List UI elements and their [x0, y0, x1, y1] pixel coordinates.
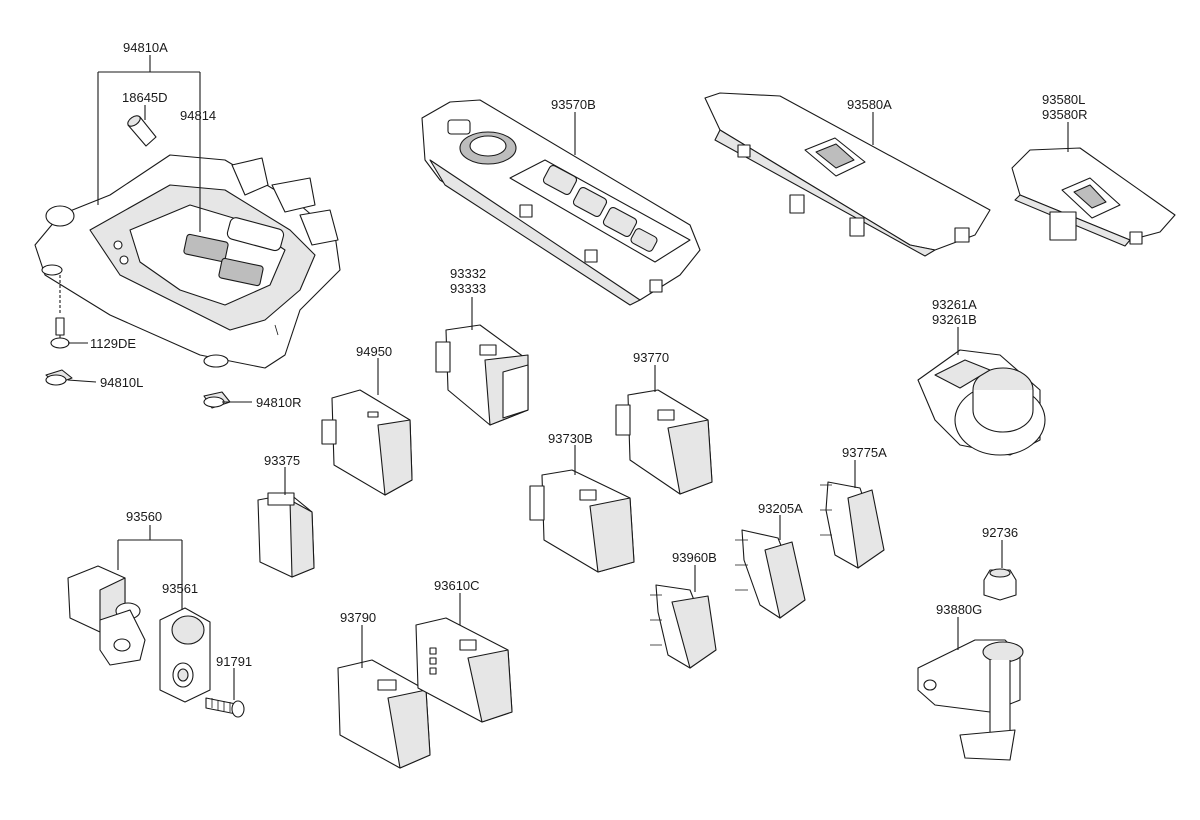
label-93332: 93332	[450, 266, 486, 281]
clip-94810L[interactable]	[45, 369, 73, 386]
label-1129DE: 1129DE	[90, 336, 136, 351]
label-94810A: 94810A	[123, 40, 168, 55]
switch-93790[interactable]	[337, 659, 431, 769]
label-94810R: 94810R	[256, 395, 302, 410]
label-93880G: 93880G	[936, 602, 982, 617]
label-93333: 93333	[450, 281, 486, 296]
label-92736: 92736	[982, 525, 1018, 540]
label-93261B: 93261B	[932, 312, 977, 327]
label-93730B: 93730B	[548, 431, 593, 446]
label-94814: 94814	[180, 108, 216, 123]
module-94950[interactable]	[321, 389, 413, 496]
clip-94810R[interactable]	[203, 391, 231, 409]
bulb-18645D[interactable]	[126, 114, 157, 147]
label-93570B: 93570B	[551, 97, 596, 112]
label-93375: 93375	[264, 453, 300, 468]
label-93560: 93560	[126, 509, 162, 524]
label-91791: 91791	[216, 654, 252, 669]
label-18645D: 18645D	[122, 90, 168, 105]
switch-93560[interactable]	[67, 565, 146, 666]
leader-lines	[59, 55, 1069, 700]
window-switch-93570B[interactable]	[421, 99, 701, 306]
label-93775A: 93775A	[842, 445, 887, 460]
bracket-93880G[interactable]	[917, 639, 1024, 761]
label-93261A: 93261A	[932, 297, 977, 312]
label-93561: 93561	[162, 581, 198, 596]
switch-panel-93580L-R[interactable]	[1011, 147, 1176, 247]
label-93580R: 93580R	[1042, 107, 1088, 122]
switch-93770[interactable]	[615, 389, 713, 495]
switch-93332[interactable]	[435, 324, 529, 426]
switch-plate-93561[interactable]	[159, 607, 211, 703]
label-94810L: 94810L	[100, 375, 143, 390]
label-93580L: 93580L	[1042, 92, 1085, 107]
switch-93775A[interactable]	[820, 481, 885, 569]
switch-93205A[interactable]	[735, 529, 806, 619]
console-panel-94810A[interactable]	[34, 154, 341, 369]
dial-93261A[interactable]	[917, 349, 1046, 456]
switch-93960B[interactable]	[650, 584, 717, 669]
switch-panel-93580A[interactable]	[704, 92, 991, 257]
part-labels: 94810A 18645D 94814 1129DE 94810L 94810R…	[90, 40, 1088, 669]
label-93580A: 93580A	[847, 97, 892, 112]
label-93205A: 93205A	[758, 501, 803, 516]
screw-1129DE[interactable]	[50, 317, 70, 349]
label-93610C: 93610C	[434, 578, 480, 593]
screw-91791[interactable]	[205, 697, 245, 718]
switch-93730B[interactable]	[529, 469, 635, 573]
label-94950: 94950	[356, 344, 392, 359]
label-93790: 93790	[340, 610, 376, 625]
label-93770: 93770	[633, 350, 669, 365]
label-93960B: 93960B	[672, 550, 717, 565]
bulb-92736[interactable]	[983, 568, 1017, 601]
switch-93375[interactable]	[257, 492, 315, 578]
switch-93610C[interactable]	[415, 617, 513, 723]
